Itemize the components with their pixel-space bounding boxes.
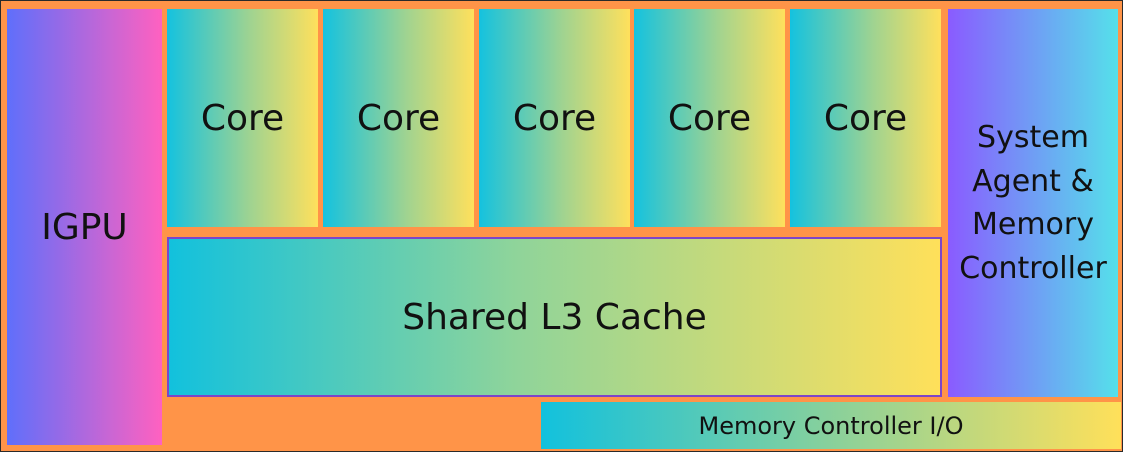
core-label: Core xyxy=(356,97,441,139)
core-label: Core xyxy=(823,97,908,139)
igpu-label: IGPU xyxy=(41,206,128,248)
system-agent-line: Controller xyxy=(959,250,1107,286)
memory-controller-io-block: Memory Controller I/O xyxy=(541,402,1121,449)
system-agent-line: Memory xyxy=(971,207,1094,242)
system-agent-block: System Agent & Memory Controller xyxy=(948,9,1118,397)
memory-controller-io-label: Memory Controller I/O xyxy=(698,411,964,440)
core-block-5: Core xyxy=(790,9,941,227)
core-block-4: Core xyxy=(634,9,785,227)
igpu-block: IGPU xyxy=(7,9,162,445)
system-agent-line: System xyxy=(977,120,1089,155)
core-block-1: Core xyxy=(167,9,318,227)
system-agent-label: System Agent & Memory Controller xyxy=(959,116,1107,290)
core-block-3: Core xyxy=(479,9,630,227)
core-label: Core xyxy=(200,97,285,139)
l3-cache-label: Shared L3 Cache xyxy=(402,296,707,338)
core-label: Core xyxy=(667,97,752,139)
system-agent-line: Agent & xyxy=(972,163,1094,199)
core-block-2: Core xyxy=(323,9,474,227)
l3-cache-block: Shared L3 Cache xyxy=(167,237,942,397)
core-label: Core xyxy=(512,97,597,139)
